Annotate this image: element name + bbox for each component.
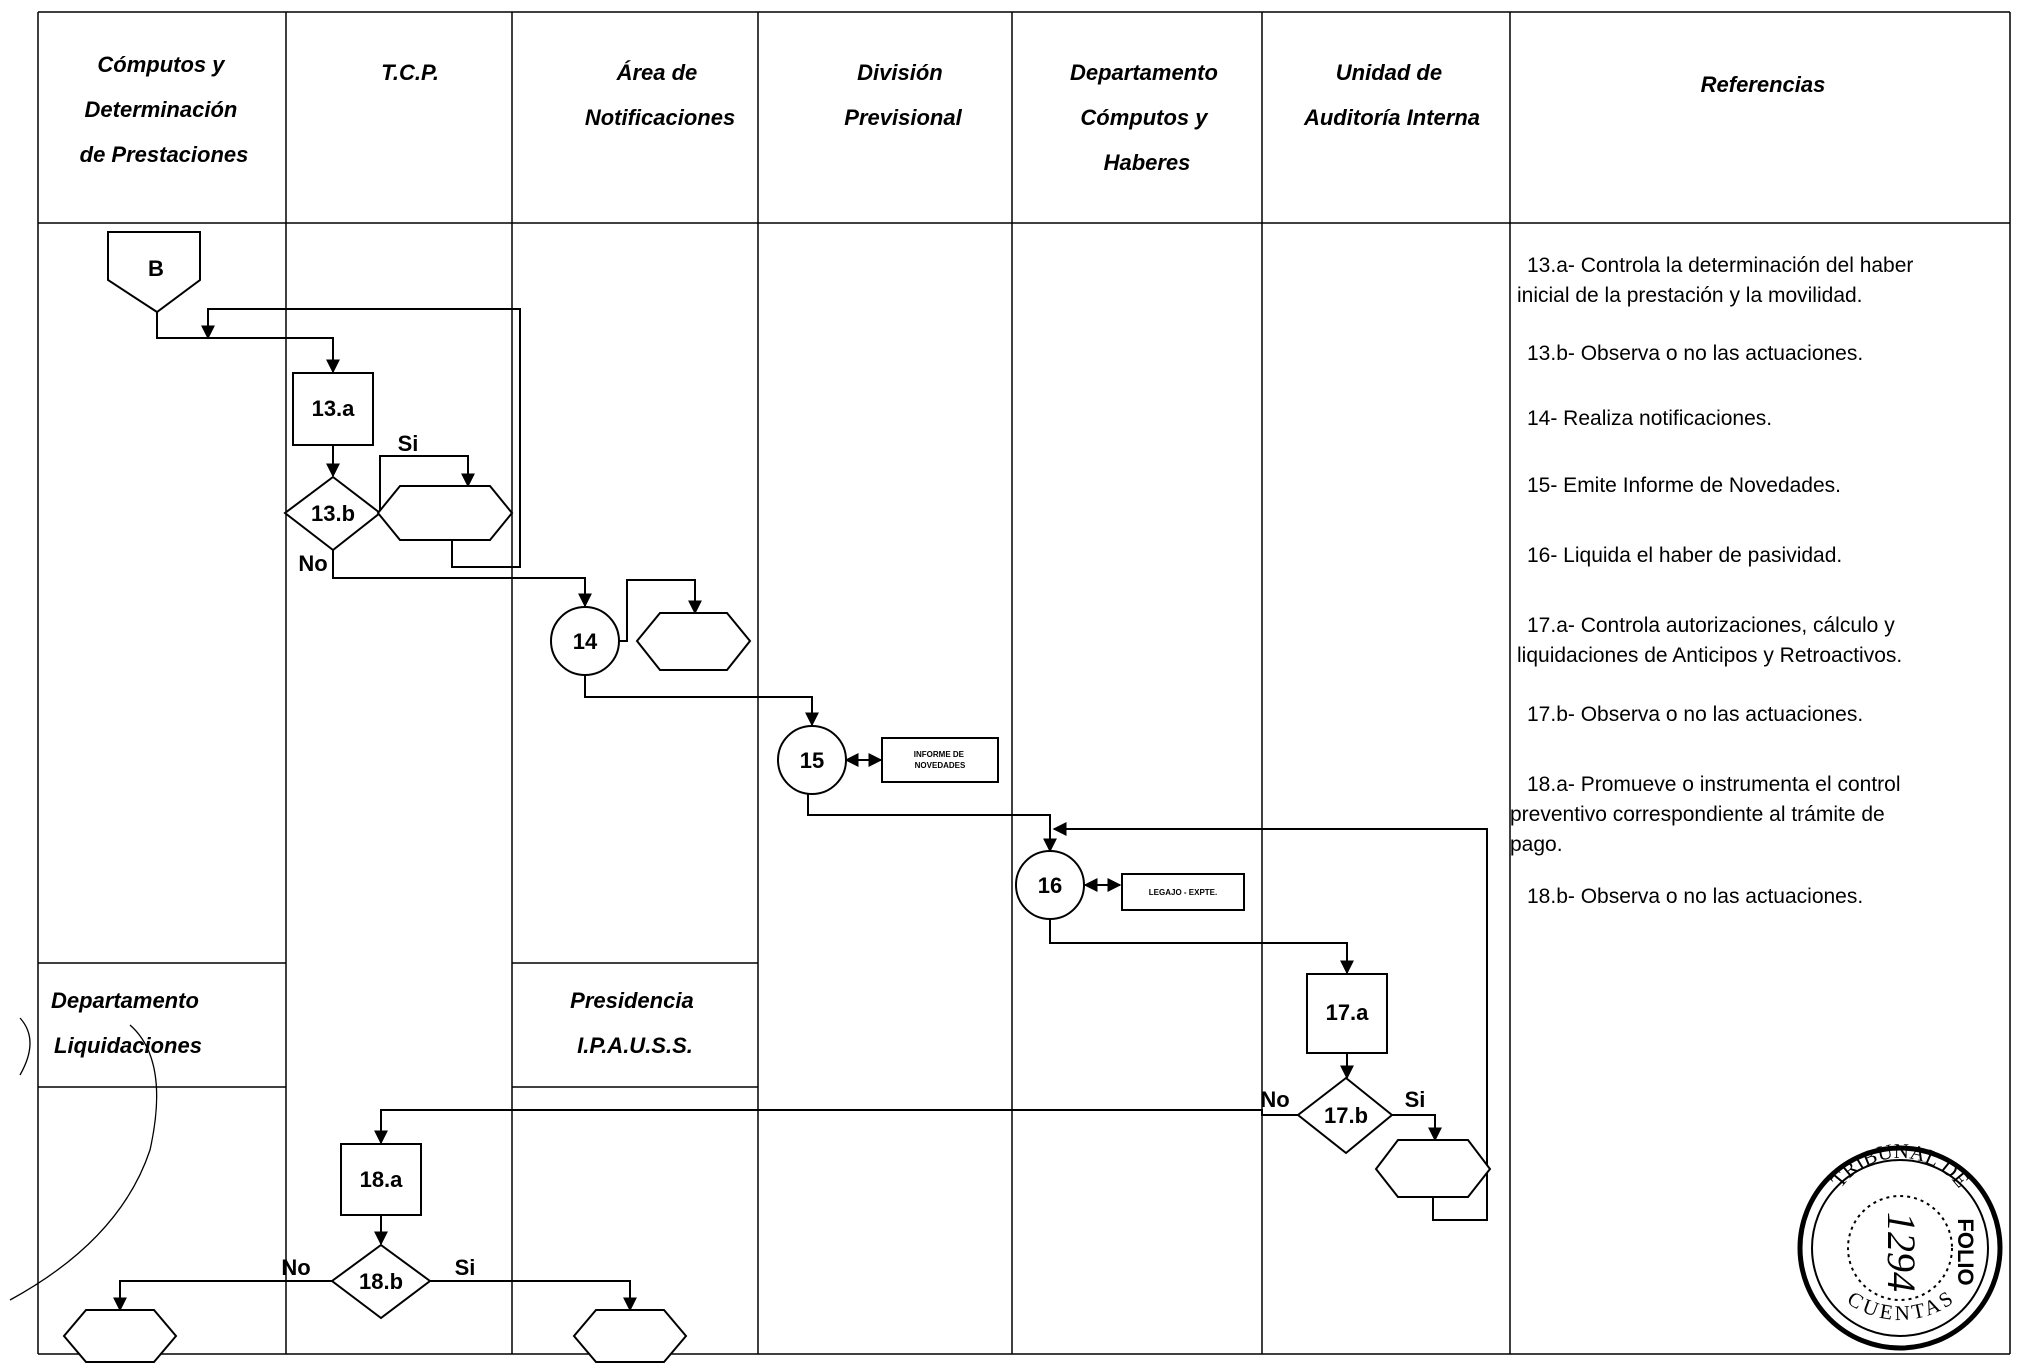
process-18a-label: 18.a: [360, 1167, 404, 1192]
reference-14: 14- Realiza notificaciones.: [1527, 407, 1772, 430]
document-legajo-expte: LEGAJO - EXPTE.: [1121, 873, 1245, 911]
header-division-previsional: División Previsional: [844, 60, 962, 130]
branch-no-18b: No: [281, 1255, 310, 1280]
process-13a: 13.a: [292, 372, 374, 446]
flow-connectors: [113, 308, 1488, 1312]
notification-hexagon-14: [635, 612, 752, 671]
decision-18b-label: 18.b: [359, 1269, 403, 1294]
swimlane-grid: [37, 11, 2011, 1355]
observation-hexagon-17b: [1374, 1139, 1492, 1198]
reference-13a: 13.a- Controla la determinación del habe…: [1517, 254, 1919, 307]
reference-18a: 18.a- Promueve o instrumenta el control …: [1510, 773, 1906, 856]
branch-no-17b: No: [1260, 1087, 1289, 1112]
process-15-label: 15: [800, 748, 824, 773]
reference-15: 15- Emite Informe de Novedades.: [1527, 474, 1841, 497]
document-informe-label: INFORME DE NOVEDADES: [914, 750, 966, 770]
header-computos-determinacion: Cómputos y Determinación de Prestaciones: [80, 52, 249, 167]
process-13a-label: 13.a: [312, 396, 356, 421]
decision-13b-label: 13.b: [311, 501, 355, 526]
decision-17b-label: 17.b: [1324, 1103, 1368, 1128]
header-tcp: T.C.P.: [381, 60, 439, 85]
process-17a-label: 17.a: [1326, 1000, 1370, 1025]
reference-17a: 17.a- Controla autorizaciones, cálculo y…: [1517, 614, 1902, 667]
connector-b-label: B: [148, 256, 164, 281]
connector-b: B: [107, 231, 201, 314]
header-departamento-computos-haberes: Departamento Cómputos y Haberes: [1070, 60, 1224, 175]
process-18a: 18.a: [340, 1143, 422, 1216]
branch-no-13b: No: [298, 551, 327, 576]
reference-13b: 13.b- Observa o no las actuaciones.: [1527, 342, 1863, 365]
decision-13b: 13.b: [283, 475, 382, 552]
handwritten-scribble: [9, 1017, 158, 1301]
observation-hexagon-13b: [376, 485, 514, 541]
branch-si-13b: Si: [398, 431, 419, 456]
reference-18b: 18.b- Observa o no las actuaciones.: [1527, 885, 1863, 908]
process-14: 14: [550, 606, 620, 676]
header-presidencia-ipauss: Presidencia I.P.A.U.S.S.: [570, 988, 700, 1058]
stamp-folio-label: FOLIO: [1953, 1218, 1978, 1285]
references-list: 13.a- Controla la determinación del habe…: [1510, 254, 1919, 908]
decision-17b: 17.b: [1296, 1076, 1394, 1155]
stamp-outer-top-text: TRIBUNAL DE: [1826, 1139, 1974, 1192]
stamp-outer-bottom-text: CUENTAS: [1843, 1286, 1957, 1325]
header-referencias: Referencias: [1701, 72, 1826, 97]
document-informe-novedades: INFORME DE NOVEDADES: [881, 737, 999, 783]
decision-18b: 18.b: [330, 1243, 432, 1320]
outcome-hexagon-18b-no: [62, 1309, 178, 1363]
header-unidad-auditoria-interna: Unidad de Auditoría Interna: [1303, 60, 1480, 130]
process-15: 15: [777, 725, 847, 795]
process-16: 16: [1015, 850, 1085, 920]
branch-si-18b: Si: [455, 1255, 476, 1280]
document-legajo-label: LEGAJO - EXPTE.: [1149, 888, 1217, 897]
reference-17b: 17.b- Observa o no las actuaciones.: [1527, 703, 1863, 726]
process-17a: 17.a: [1306, 973, 1388, 1054]
branch-si-17b: Si: [1405, 1087, 1426, 1112]
process-16-label: 16: [1038, 873, 1062, 898]
tribunal-folio-stamp: TRIBUNAL DE CUENTAS FOLIO 1294: [1797, 1139, 2003, 1351]
header-area-notificaciones: Área de Notificaciones: [585, 60, 735, 130]
header-departamento-liquidaciones: Departamento Liquidaciones: [51, 988, 205, 1058]
outcome-hexagon-18b-si: [572, 1309, 688, 1363]
reference-16: 16- Liquida el haber de pasividad.: [1527, 544, 1842, 567]
stamp-folio-number: 1294: [1879, 1212, 1924, 1292]
process-14-label: 14: [573, 629, 598, 654]
